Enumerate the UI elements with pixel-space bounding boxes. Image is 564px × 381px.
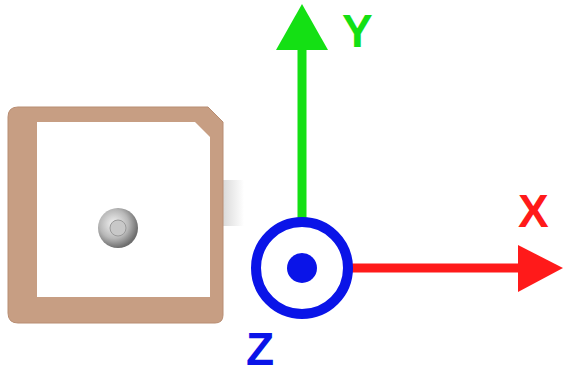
axis-label: X bbox=[518, 188, 549, 234]
axis-x bbox=[350, 245, 563, 292]
antenna-patch bbox=[37, 122, 210, 297]
axis-z bbox=[256, 222, 348, 314]
gps-patch-antenna bbox=[8, 107, 244, 323]
antenna-substrate bbox=[8, 107, 223, 323]
feed-pin-center bbox=[110, 220, 126, 236]
feed-pin bbox=[98, 208, 138, 248]
axis-label: Y bbox=[342, 8, 373, 54]
antenna-tab bbox=[222, 180, 244, 226]
axis-label: Z bbox=[246, 326, 274, 372]
axis-y bbox=[276, 4, 328, 220]
